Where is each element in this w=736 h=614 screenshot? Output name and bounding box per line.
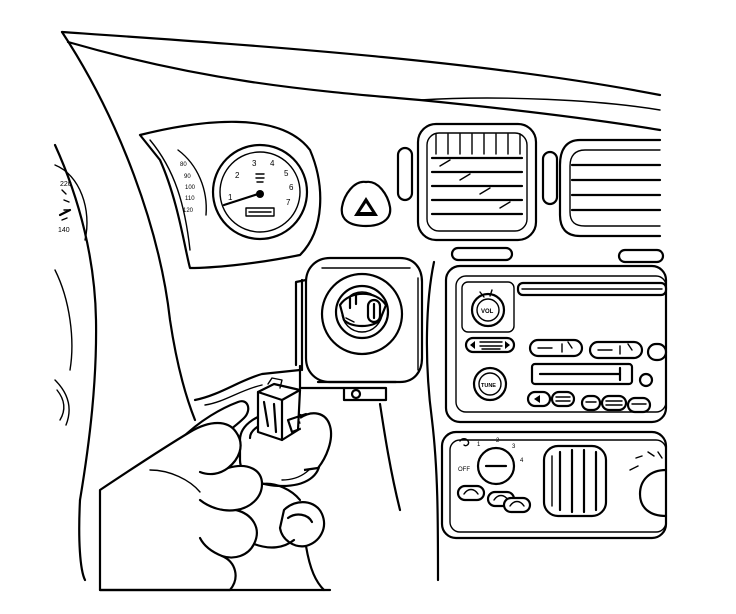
mode-button-1[interactable] (456, 484, 486, 502)
left-gauge-tick-bottom: 140 (58, 227, 70, 234)
left-gauge-tick-top: 220 (60, 181, 72, 188)
fwd-button[interactable] (550, 390, 576, 408)
instrument-cluster: 80 90 100 110 120 1 2 3 4 5 6 7 (138, 120, 322, 270)
radio: VOL TUNE (444, 264, 668, 424)
fan-tick-2: 2 (496, 438, 500, 444)
tach-hub (256, 190, 264, 198)
center-air-vent (396, 122, 665, 264)
fan-tick-3: 3 (512, 444, 516, 450)
tach-tick-6: 6 (289, 183, 294, 192)
hazard-button[interactable] (340, 180, 392, 228)
side-button[interactable] (600, 394, 628, 412)
fan-tick-4: 4 (520, 458, 524, 464)
ignition-switch (294, 256, 424, 402)
eject-button[interactable] (638, 372, 654, 388)
mounting-screw (350, 388, 362, 400)
tach-tick-7: 7 (286, 198, 291, 207)
lower-dash (193, 260, 440, 582)
steering-wheel-spokes (54, 269, 73, 426)
tach-needle (222, 192, 260, 207)
mode-button-3[interactable] (502, 496, 532, 514)
speedometer-tick-90: 90 (184, 174, 191, 180)
speedometer-tick-110: 110 (185, 196, 195, 202)
dashboard-outline (53, 30, 662, 582)
right-air-vent (558, 138, 662, 238)
tach-tick-5: 5 (284, 169, 289, 178)
prog-button[interactable] (626, 396, 652, 414)
tach-tick-1: 1 (228, 193, 233, 202)
volume-label: VOL (481, 309, 494, 315)
fan-icon (459, 438, 470, 447)
tach-tick-2: 2 (235, 171, 240, 180)
hvac-center-vent (542, 444, 608, 518)
left-gauge: 220 140 (54, 164, 88, 241)
hvac-controls: OFF 1 2 3 4 (440, 430, 668, 540)
tune-label: TUNE (481, 383, 496, 389)
ignition-bezel (304, 256, 424, 384)
hvac-off-label: OFF (458, 467, 470, 473)
tachometer-bezel (211, 143, 309, 241)
fan-tick-1: 1 (477, 442, 481, 448)
tach-tick-3: 3 (252, 159, 257, 168)
tach-tick-4: 4 (270, 159, 275, 168)
speedometer-tick-100: 100 (185, 185, 196, 191)
speedometer-tick-80: 80 (180, 162, 187, 168)
hand-with-lock-cylinder (98, 377, 333, 592)
speedometer-tick-120: 120 (183, 208, 194, 214)
rdm-button[interactable] (580, 394, 602, 412)
hand (98, 421, 264, 592)
